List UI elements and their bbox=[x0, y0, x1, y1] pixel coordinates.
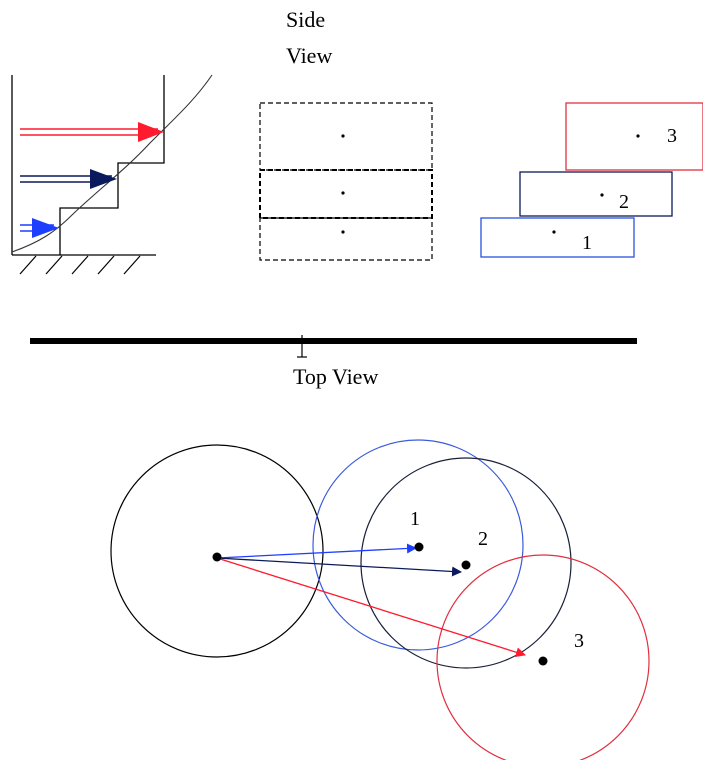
staircase-profile bbox=[59, 75, 165, 255]
dot-icon bbox=[341, 230, 345, 234]
arrow-icon-level-1 bbox=[20, 218, 59, 238]
curved-surface-line bbox=[11, 74, 213, 253]
top-view-vectors bbox=[216, 543, 526, 658]
arrow-icon-level-3 bbox=[20, 122, 164, 142]
offset-box-3 bbox=[565, 102, 703, 171]
top-view-points: 1 2 3 bbox=[212, 508, 584, 666]
point-1 bbox=[414, 542, 424, 552]
dot-icon bbox=[341, 134, 345, 138]
side-view-title-line2: View bbox=[286, 43, 332, 68]
circle-1 bbox=[312, 439, 524, 651]
vector-to-point-3 bbox=[216, 557, 526, 658]
point-3 bbox=[538, 656, 548, 666]
dot-icon bbox=[341, 191, 345, 195]
top-view-circles bbox=[110, 439, 650, 760]
dot-icon bbox=[552, 230, 556, 234]
dot-icon bbox=[636, 134, 640, 138]
offset-box-label-3: 3 bbox=[667, 125, 677, 147]
side-profile-group bbox=[11, 74, 213, 275]
offset-box-label-1: 1 bbox=[582, 232, 592, 254]
point-2 bbox=[461, 560, 471, 570]
offset-box-label-2: 2 bbox=[619, 191, 629, 213]
hatch-ground-icon bbox=[19, 255, 141, 275]
vector-to-point-1 bbox=[216, 543, 417, 559]
point-label-3: 3 bbox=[574, 630, 584, 652]
point-label-1: 1 bbox=[410, 508, 420, 530]
arrow-icon-level-2 bbox=[20, 169, 117, 189]
dashed-stack-group bbox=[259, 102, 433, 261]
top-view-title: Top View bbox=[293, 364, 378, 389]
base-circle bbox=[110, 444, 324, 658]
section-divider bbox=[30, 335, 637, 358]
point-label-2: 2 bbox=[478, 528, 488, 550]
offset-box-1 bbox=[480, 217, 635, 258]
offset-stack-group: 3 2 1 bbox=[480, 102, 703, 258]
dashed-box-middle bbox=[259, 169, 433, 219]
dashed-box-top bbox=[259, 102, 433, 171]
dot-icon bbox=[600, 193, 604, 197]
circle-2 bbox=[360, 457, 572, 669]
vector-to-point-2 bbox=[216, 557, 462, 577]
dashed-box-bottom bbox=[259, 217, 433, 261]
circle-3 bbox=[436, 554, 650, 760]
offset-box-2 bbox=[519, 171, 673, 217]
origin-point bbox=[212, 552, 222, 562]
side-view-title-line1: Side bbox=[286, 7, 325, 32]
